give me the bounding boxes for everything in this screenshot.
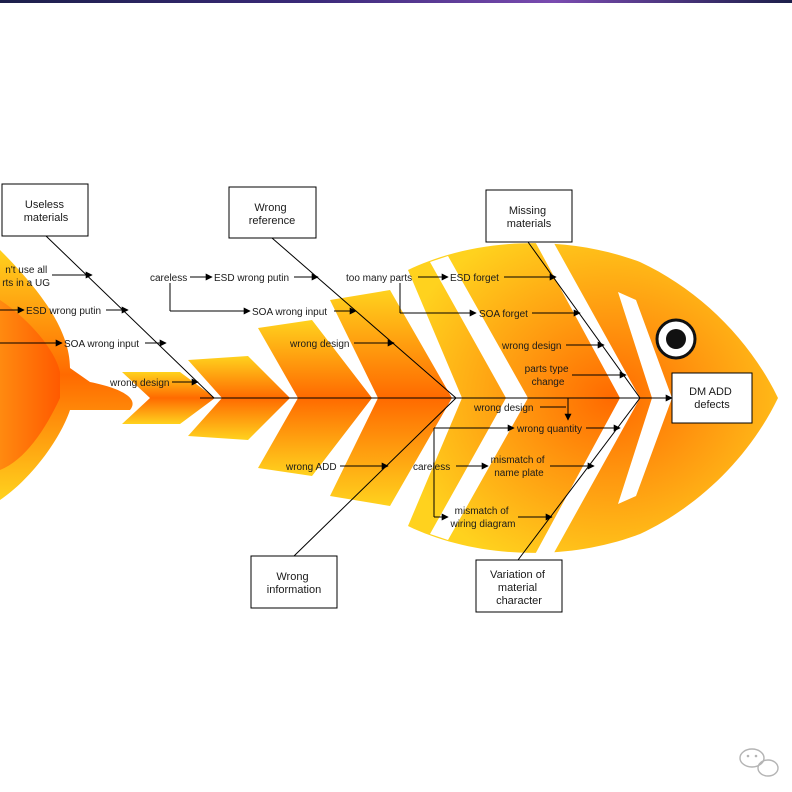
svg-text:Variation of material: Variation of material character [490, 569, 548, 607]
cause-soa-forget: SOA forget [479, 309, 528, 320]
fish-body [0, 236, 778, 560]
svg-text:Wrong reference: Wrong reference [249, 202, 295, 227]
svg-text:Wrong information: Wrong information [267, 571, 321, 596]
svg-text:Useless materials: Useless materials [24, 199, 69, 224]
cause-esd-wrong-putin-2: ESD wrong putin [214, 273, 289, 284]
cause-mismatch-name-1: mismatch of [491, 455, 545, 466]
cause-wrong-design-2: wrong design [289, 339, 349, 350]
cat-variation-line1: Variation of [490, 569, 546, 581]
cause-labels: n't use all rts in a UG ESD wrong putin … [2, 265, 582, 530]
svg-text:parts type change: parts type change [525, 364, 572, 388]
fish-eye-pupil [666, 329, 686, 349]
bone-wrong-reference [271, 237, 457, 399]
cat-useless-line1: Useless [25, 199, 65, 211]
category-wrong-reference: Wrong reference [228, 186, 317, 239]
cause-wrong-design-4: wrong design [473, 403, 533, 414]
bone-wrong-information [293, 397, 457, 557]
cause-soa-wrong-input-1: SOA wrong input [64, 339, 139, 350]
svg-text:Missing materials: Missing materials [507, 205, 552, 230]
cause-mismatch-name-2: name plate [494, 468, 544, 479]
cat-variation-line2: material [498, 582, 537, 594]
cause-mismatch-wiring-1: mismatch of [455, 506, 509, 517]
cat-wrongref-line1: Wrong [254, 202, 286, 214]
cat-wronginfo-line2: information [267, 584, 321, 596]
cause-wrong-quantity: wrong quantity [516, 424, 582, 435]
cause-careless-2: careless [413, 462, 450, 473]
cause-mismatch-wiring-2: wiring diagram [449, 519, 515, 530]
svg-text:DM ADD defects: DM ADD defects [689, 386, 735, 411]
cat-wronginfo-line1: Wrong [276, 571, 308, 583]
cause-parts-type-1: parts type [525, 364, 569, 375]
bone-useless-materials [45, 235, 215, 399]
category-variation-material: Variation of material character [475, 559, 563, 613]
category-missing-materials: Missing materials [485, 189, 573, 243]
fishbone-lines [0, 235, 673, 561]
cause-esd-wrong-putin-1: ESD wrong putin [26, 306, 101, 317]
top-gradient-bar [0, 0, 792, 3]
cause-wrong-add: wrong ADD [285, 462, 337, 473]
svg-text:mismatch of name plate: mismatch of name plate [491, 455, 548, 479]
cat-missing-line1: Missing [509, 205, 546, 217]
cat-variation-line3: character [496, 595, 542, 607]
head-line2: defects [694, 399, 730, 411]
cause-parts-type-2: change [532, 377, 565, 388]
cause-careless-1: careless [150, 273, 187, 284]
svg-text:mismatch of wiring diagr: mismatch of wiring diagram [449, 506, 515, 530]
cause-too-many-parts: too many parts [346, 273, 412, 284]
cause-wrong-design-1: wrong design [109, 378, 169, 389]
wechat-icon [739, 748, 779, 777]
cat-useless-line2: materials [24, 212, 69, 224]
cat-wrongref-line2: reference [249, 215, 295, 227]
cause-wrong-design-3: wrong design [501, 341, 561, 352]
category-useless-materials: Useless materials [1, 183, 89, 237]
svg-text:n't use all rts in a UG: n't use all rts in a UG [2, 265, 50, 289]
head-line1: DM ADD [689, 386, 732, 398]
cause-cant-use-all-1: n't use all [5, 265, 47, 276]
cat-missing-line2: materials [507, 218, 552, 230]
cause-cant-use-all-2: rts in a UG [2, 278, 50, 289]
effect-head-box: DM ADD defects [671, 372, 753, 424]
cause-soa-wrong-input-2: SOA wrong input [252, 307, 327, 318]
cause-esd-forget: ESD forget [450, 273, 499, 284]
category-wrong-information: Wrong information [250, 555, 338, 609]
